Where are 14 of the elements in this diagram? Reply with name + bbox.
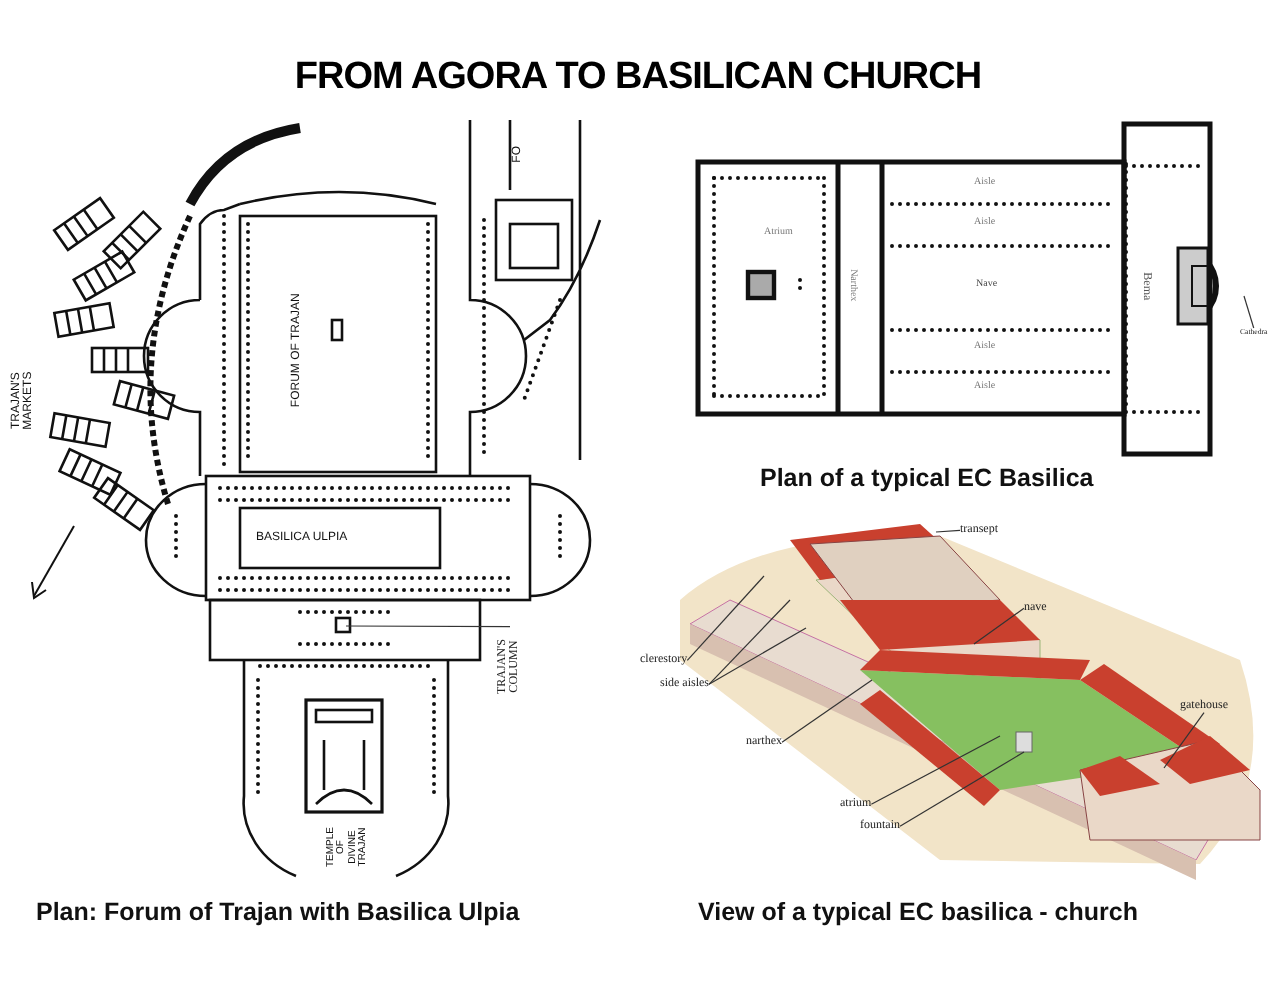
leader-line	[686, 575, 765, 661]
leader-line	[870, 735, 1001, 805]
leader-line	[345, 625, 511, 628]
image-caption: View of a typical EC basilica - church	[698, 900, 1138, 927]
leader-line	[708, 599, 791, 685]
leader-line	[899, 751, 1025, 827]
leader-line	[935, 529, 961, 533]
slide-title: FROM AGORA TO BASILICAN CHURCH	[292, 56, 984, 100]
leader-line	[708, 627, 807, 685]
image-caption: Plan of a typical EC Basilica	[760, 466, 1094, 493]
leader-line	[781, 679, 873, 743]
leader-line	[1163, 712, 1205, 769]
image-caption: Plan: Forum of Trajan with Basilica Ulpia	[36, 900, 520, 927]
leader-line	[1243, 295, 1255, 329]
